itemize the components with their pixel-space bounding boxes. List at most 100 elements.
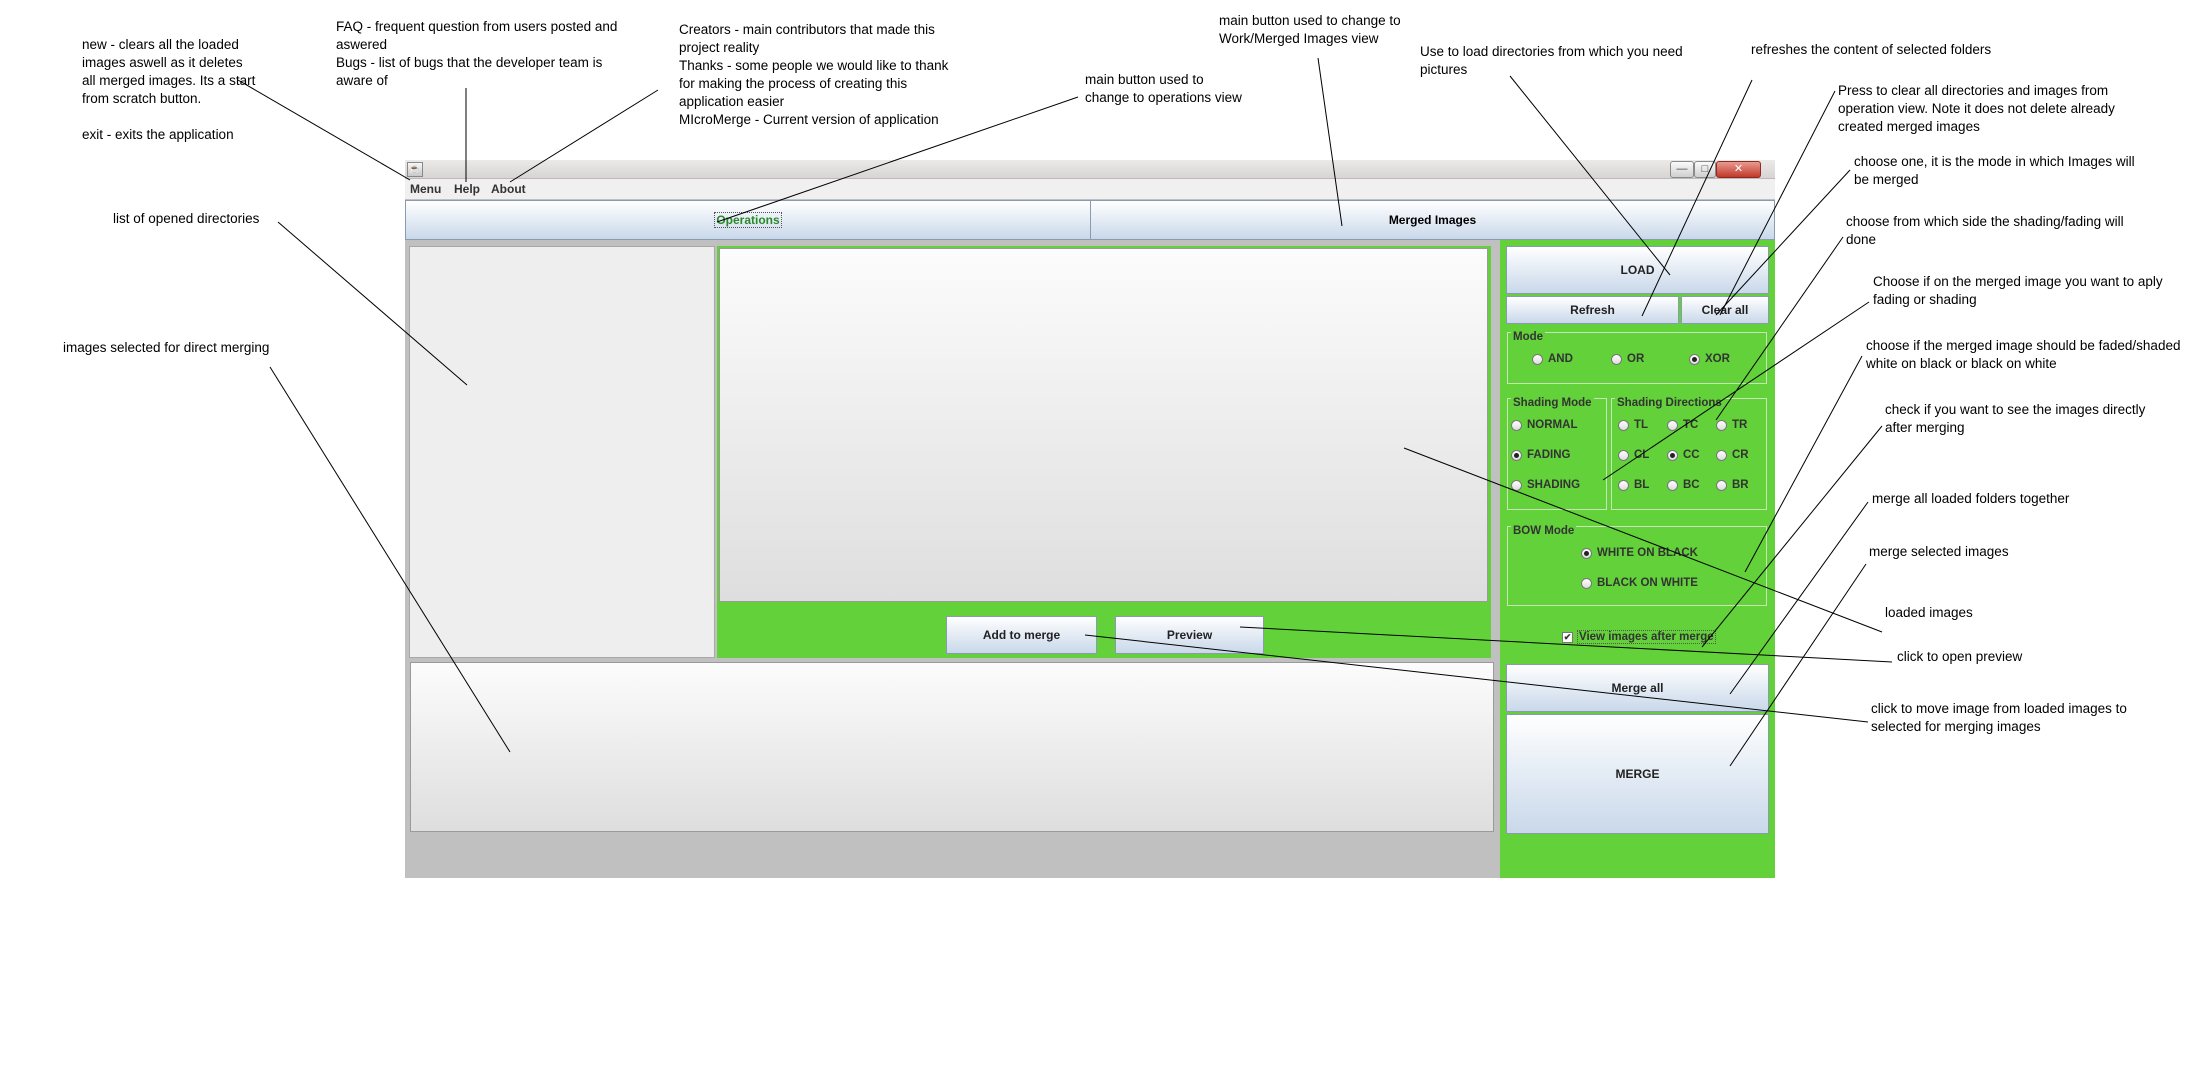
shading_directions-radio-cl[interactable]: CL	[1618, 449, 1649, 461]
view-after-merge-checkbox[interactable]: ✔ View images after merge	[1562, 630, 1716, 644]
radio-label: AND	[1548, 353, 1573, 365]
radio-label: FADING	[1527, 449, 1571, 461]
annotation-merge-selected: merge selected images	[1869, 544, 2009, 559]
radio-dot	[1611, 353, 1622, 365]
image-area: Add to merge Preview	[717, 246, 1491, 658]
shading-directions-group: Shading Directions TL TC TR CL CC CR BL BC BR	[1611, 397, 1767, 510]
annotation-move-image: click to move image from loaded images t…	[1871, 701, 2127, 734]
radio-dot	[1667, 419, 1678, 431]
radio-label: TL	[1634, 419, 1649, 431]
radio-dot	[1581, 547, 1592, 559]
merge-button[interactable]: MERGE	[1506, 714, 1769, 834]
shading_directions-radio-tl[interactable]: TL	[1618, 419, 1648, 431]
annotation-view-after: check if you want to see the images dire…	[1885, 402, 2146, 435]
shading_directions-radio-bl[interactable]: BL	[1618, 479, 1649, 491]
shading_directions-radio-tr[interactable]: TR	[1716, 419, 1747, 431]
annotation-open-preview: click to open preview	[1897, 649, 2023, 664]
maximize-button[interactable]: □	[1694, 161, 1716, 178]
refresh-button[interactable]: Refresh	[1506, 296, 1679, 324]
annotation-help: FAQ - frequent question from users poste…	[336, 19, 618, 88]
shading_directions-radio-bc[interactable]: BC	[1667, 479, 1700, 491]
radio-label: OR	[1627, 353, 1645, 365]
close-button[interactable]: ✕	[1716, 161, 1761, 178]
menu-help[interactable]: Help	[454, 182, 481, 196]
mode-radio-and[interactable]: AND	[1532, 353, 1573, 365]
annotation-loaded-images: loaded images	[1885, 605, 1973, 620]
radio-dot	[1618, 449, 1629, 461]
menu-about[interactable]: About	[491, 182, 526, 196]
menu-bar: Menu Help About	[405, 179, 1775, 199]
radio-label: CC	[1683, 449, 1700, 461]
annotation-directions: choose from which side the shading/fadin…	[1846, 214, 2124, 247]
clear-all-button[interactable]: Clear all	[1681, 296, 1769, 324]
load-button[interactable]: LOAD	[1506, 246, 1769, 294]
mode-title: Mode	[1511, 331, 1546, 343]
radio-label: BL	[1634, 479, 1650, 491]
shading_directions-radio-tc[interactable]: TC	[1667, 419, 1698, 431]
radio-dot	[1716, 479, 1727, 491]
radio-label: SHADING	[1527, 479, 1581, 491]
radio-dot	[1511, 419, 1522, 431]
merged-images-tab-label: Merged Images	[1388, 213, 1477, 227]
annotation-selected-images: images selected for direct merging	[63, 340, 270, 355]
loaded-images-panel[interactable]	[719, 248, 1488, 602]
annotation-menu: new - clears all the loaded images aswel…	[82, 37, 256, 142]
selected-images-panel[interactable]	[410, 662, 1494, 832]
radio-label: TR	[1732, 419, 1748, 431]
mode-radio-xor[interactable]: XOR	[1689, 353, 1730, 365]
radio-dot	[1618, 479, 1629, 491]
shading_mode-radio-shading[interactable]: SHADING	[1511, 479, 1580, 491]
operations-tab[interactable]: Operations	[405, 200, 1091, 240]
leader-menu	[237, 79, 411, 181]
bow-mode-title: BOW Mode	[1511, 525, 1577, 537]
radio-dot	[1618, 419, 1629, 431]
mode-group: Mode AND OR XOR	[1507, 331, 1767, 384]
annotation-load: Use to load directories from which you n…	[1420, 44, 1683, 77]
radio-label: CL	[1634, 449, 1650, 461]
radio-dot	[1532, 353, 1543, 365]
shading_directions-radio-cc[interactable]: CC	[1667, 449, 1700, 461]
annotation-refresh: refreshes the content of selected folder…	[1751, 42, 1992, 57]
java-app-icon: ☕	[407, 162, 423, 177]
shading_directions-radio-br[interactable]: BR	[1716, 479, 1749, 491]
radio-label: WHITE ON BLACK	[1597, 547, 1698, 559]
radio-label: XOR	[1705, 353, 1730, 365]
merge-all-button[interactable]: Merge all	[1506, 664, 1769, 712]
operations-tab-label: Operations	[714, 212, 782, 228]
add-to-merge-button[interactable]: Add to merge	[946, 616, 1097, 654]
bow_mode-radio-white-on-black[interactable]: WHITE ON BLACK	[1581, 547, 1698, 559]
shading_mode-radio-normal[interactable]: NORMAL	[1511, 419, 1577, 431]
shading-directions-title: Shading Directions	[1615, 397, 1724, 409]
mode-radio-or[interactable]: OR	[1611, 353, 1644, 365]
radio-dot	[1716, 449, 1727, 461]
shading_mode-radio-fading[interactable]: FADING	[1511, 449, 1570, 461]
radio-dot	[1667, 479, 1678, 491]
bow_mode-radio-black-on-white[interactable]: BLACK ON WHITE	[1581, 577, 1698, 589]
annotation-dir-list: list of opened directories	[113, 211, 260, 226]
merged-images-tab[interactable]: Merged Images	[1090, 200, 1775, 240]
annotation-operations-button: main button used to change to operations…	[1085, 72, 1242, 105]
radio-dot	[1716, 419, 1727, 431]
minimize-button[interactable]: —	[1670, 161, 1694, 178]
radio-dot	[1581, 577, 1592, 589]
annotation-shading-mode: Choose if on the merged image you want t…	[1873, 274, 2163, 307]
annotation-about: Creators - main contributors that made t…	[679, 22, 949, 127]
shading_directions-radio-cr[interactable]: CR	[1716, 449, 1749, 461]
view-tabs: Operations Merged Images	[405, 200, 1775, 240]
radio-label: BR	[1732, 479, 1749, 491]
micromerge-window: ☕ — □ ✕ Menu Help About Operations Merge…	[405, 160, 1775, 878]
radio-dot	[1511, 449, 1522, 461]
title-bar[interactable]: ☕ — □ ✕	[405, 160, 1775, 179]
menu-menu[interactable]: Menu	[410, 182, 442, 196]
directory-list[interactable]	[409, 246, 715, 658]
preview-button[interactable]: Preview	[1115, 616, 1264, 654]
radio-dot	[1511, 479, 1522, 491]
annotation-bow-mode: choose if the merged image should be fad…	[1866, 338, 2181, 371]
annotation-clear-all: Press to clear all directories and image…	[1838, 83, 2115, 134]
bow-mode-group: BOW Mode WHITE ON BLACK BLACK ON WHITE	[1507, 525, 1767, 606]
view-after-merge-label: View images after merge	[1577, 630, 1716, 644]
radio-label: TC	[1683, 419, 1699, 431]
control-panel: LOAD Refresh Clear all Mode AND OR XOR Sha…	[1500, 240, 1775, 878]
annotation-merge-all: merge all loaded folders together	[1872, 491, 2070, 506]
radio-dot	[1667, 449, 1678, 461]
